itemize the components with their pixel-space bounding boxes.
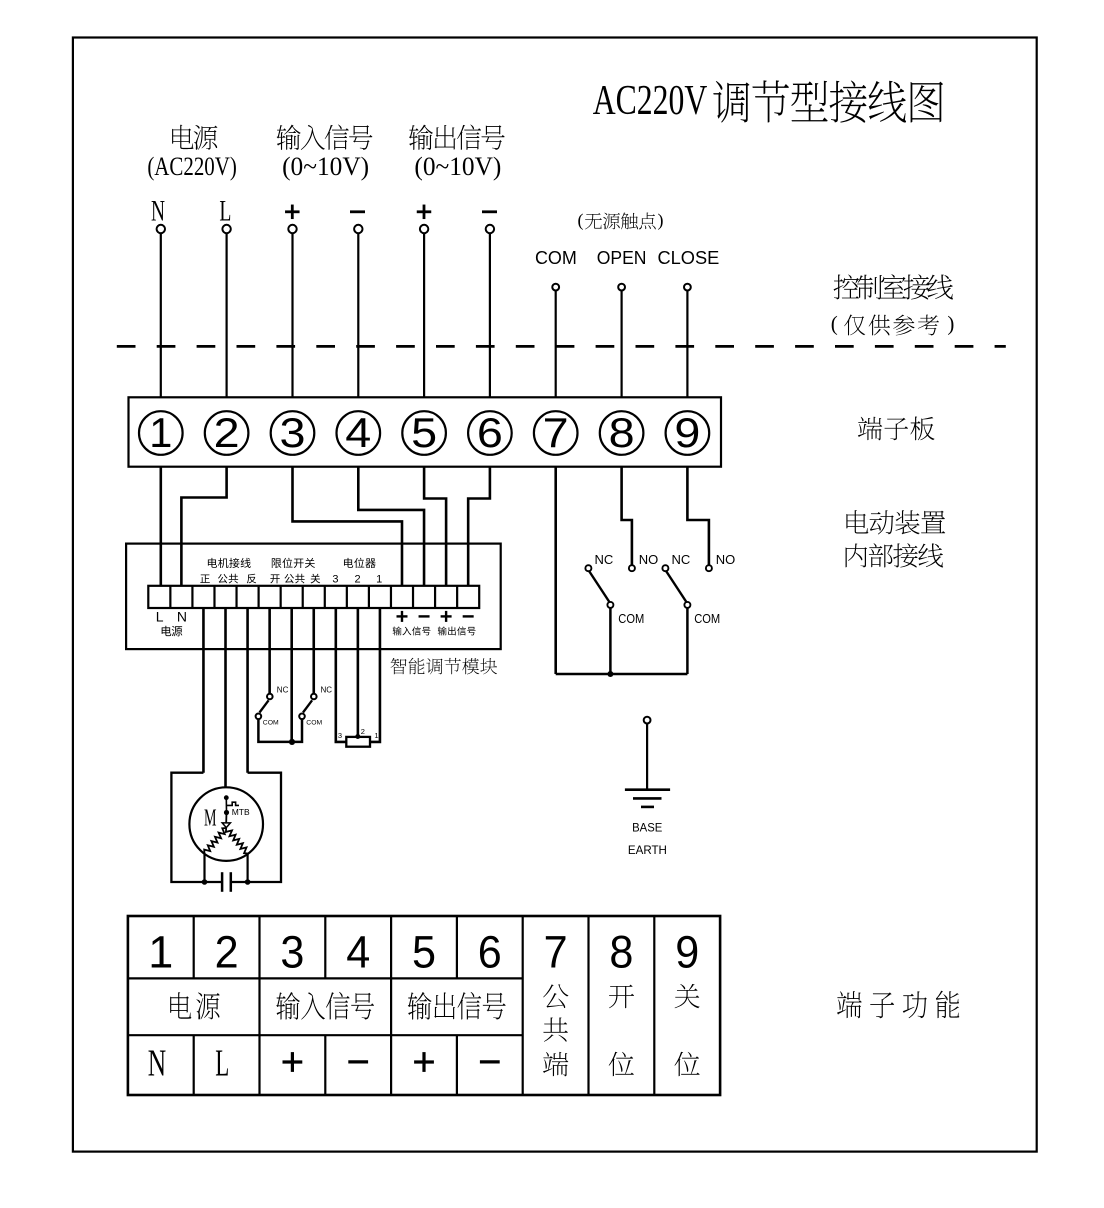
svg-text:L: L [219,195,231,228]
svg-text:N: N [151,195,165,228]
svg-text:N: N [148,1043,166,1085]
svg-text:1: 1 [148,926,173,977]
svg-text:8: 8 [609,926,633,977]
svg-text:4: 4 [346,926,370,977]
svg-text:8: 8 [609,409,635,456]
svg-text:(: ( [831,312,838,336]
svg-text:NO: NO [639,552,659,567]
svg-text:5: 5 [411,409,437,456]
svg-text:1: 1 [376,573,382,585]
svg-text:9: 9 [675,926,699,977]
svg-text:OPEN: OPEN [597,248,647,268]
svg-text:NC: NC [595,552,614,567]
svg-text:3: 3 [338,731,342,740]
svg-text:COM: COM [535,248,577,268]
svg-text:1: 1 [149,409,172,456]
svg-text:1: 1 [374,731,378,740]
svg-text:6: 6 [477,409,503,456]
svg-text:(AC220V): (AC220V) [147,152,237,181]
svg-text:COM: COM [306,720,322,727]
svg-text:): ) [658,210,664,231]
svg-text:EARTH: EARTH [628,844,667,857]
svg-text:MTB: MTB [232,807,250,817]
svg-text:CLOSE: CLOSE [658,248,720,268]
svg-text:2: 2 [214,409,240,456]
svg-text:COM: COM [694,611,720,626]
svg-text:3: 3 [280,409,306,456]
svg-text:5: 5 [412,926,436,977]
svg-text:): ) [947,312,954,336]
svg-text:COM: COM [618,611,644,626]
svg-text:NC: NC [321,686,333,695]
svg-text:2: 2 [215,926,239,977]
svg-text:AC220V: AC220V [593,78,708,124]
svg-text:NC: NC [672,552,691,567]
svg-text:L: L [215,1043,229,1085]
svg-text:N: N [177,609,187,625]
svg-text:7: 7 [543,409,569,456]
svg-text:COM: COM [263,720,279,727]
svg-text:NC: NC [277,686,289,695]
svg-text:6: 6 [478,926,502,977]
svg-text:M: M [204,806,217,832]
svg-text:NO: NO [716,552,736,567]
svg-text:BASE: BASE [632,821,662,834]
svg-text:(: ( [578,210,584,231]
svg-text:3: 3 [280,926,304,977]
svg-text:L: L [156,609,164,625]
svg-text:4: 4 [345,409,371,456]
svg-text:7: 7 [544,926,568,977]
svg-text:(0~10V): (0~10V) [414,152,501,181]
svg-text:9: 9 [674,409,700,456]
svg-text:2: 2 [355,573,361,585]
svg-text:2: 2 [361,727,365,736]
svg-text:3: 3 [332,573,338,585]
svg-text:(0~10V): (0~10V) [282,152,369,181]
